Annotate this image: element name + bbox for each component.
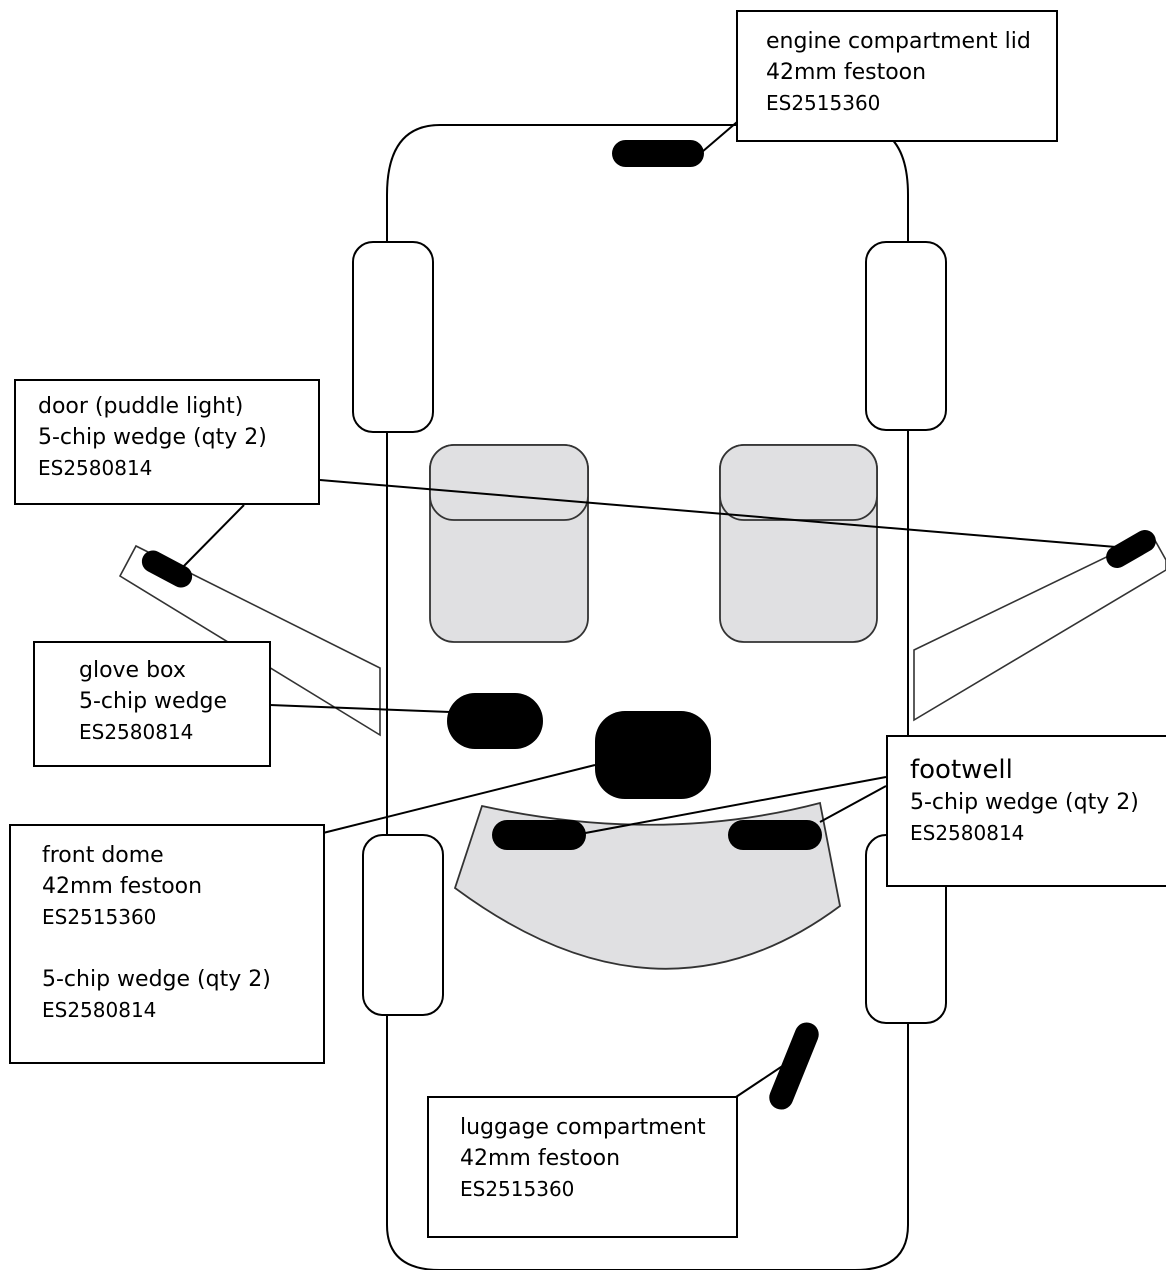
bulb-footwell-right bbox=[728, 820, 822, 850]
callout-part: ES2515360 bbox=[766, 91, 881, 115]
callout-part: ES2515360 bbox=[42, 905, 157, 929]
callout-door: door (puddle light) 5-chip wedge (qty 2)… bbox=[14, 379, 320, 505]
wheel-rear-left bbox=[362, 834, 444, 1016]
callout-bulb: 5-chip wedge (qty 2) bbox=[38, 425, 267, 450]
bulb-footwell-left bbox=[492, 820, 586, 850]
callout-title: footwell bbox=[910, 755, 1013, 785]
bulb-door-right bbox=[1106, 530, 1156, 568]
leader-footwell-right bbox=[819, 785, 887, 823]
callout-part: ES2580814 bbox=[79, 720, 194, 744]
door-left bbox=[118, 544, 381, 737]
callout-title: luggage compartment bbox=[460, 1115, 706, 1140]
wheel-front-right bbox=[865, 241, 947, 431]
callout-footwell: footwell 5-chip wedge (qty 2) ES2580814 bbox=[886, 735, 1166, 887]
callout-part: ES2515360 bbox=[460, 1177, 575, 1201]
callout-part-2: ES2580814 bbox=[42, 998, 157, 1022]
callout-glove-box: glove box 5-chip wedge ES2580814 bbox=[33, 641, 271, 767]
bulb-glove-box bbox=[447, 693, 543, 749]
callout-bulb: 42mm festoon bbox=[460, 1146, 621, 1171]
seat-left bbox=[429, 444, 589, 643]
bulb-door-left bbox=[141, 550, 193, 588]
callout-title: front dome bbox=[42, 843, 164, 868]
bulb-front-dome bbox=[595, 711, 711, 799]
callout-part: ES2580814 bbox=[38, 456, 153, 480]
callout-engine-lid: engine compartment lid 42mm festoon ES25… bbox=[736, 10, 1058, 142]
leader-door-right bbox=[319, 479, 1129, 549]
wheel-front-left bbox=[352, 241, 434, 433]
bulb-engine-lid bbox=[612, 140, 704, 167]
leader-engine-lid bbox=[701, 121, 738, 153]
callout-title: door (puddle light) bbox=[38, 394, 244, 419]
callout-bulb: 42mm festoon bbox=[42, 874, 203, 899]
leader-front-dome bbox=[322, 764, 596, 834]
callout-bulb: 42mm festoon bbox=[766, 60, 927, 85]
car-body-outline bbox=[386, 124, 909, 1270]
callout-spacer bbox=[42, 933, 323, 964]
callout-title: glove box bbox=[79, 658, 186, 683]
seat-right bbox=[719, 444, 878, 643]
callout-bulb: 5-chip wedge bbox=[79, 689, 228, 714]
bulb-luggage bbox=[769, 1022, 819, 1110]
leader-luggage bbox=[735, 1062, 788, 1098]
callout-front-dome: front dome 42mm festoon ES2515360 5-chip… bbox=[9, 824, 325, 1064]
leader-glove-box bbox=[269, 704, 451, 713]
callout-part: ES2580814 bbox=[910, 821, 1025, 845]
leader-door-left bbox=[179, 504, 245, 571]
callout-bulb-2: 5-chip wedge (qty 2) bbox=[42, 967, 271, 992]
leader-footwell-left bbox=[579, 776, 887, 835]
callout-luggage: luggage compartment 42mm festoon ES25153… bbox=[427, 1096, 738, 1238]
callout-bulb: 5-chip wedge (qty 2) bbox=[910, 790, 1139, 815]
callout-title: engine compartment lid bbox=[766, 29, 1031, 54]
